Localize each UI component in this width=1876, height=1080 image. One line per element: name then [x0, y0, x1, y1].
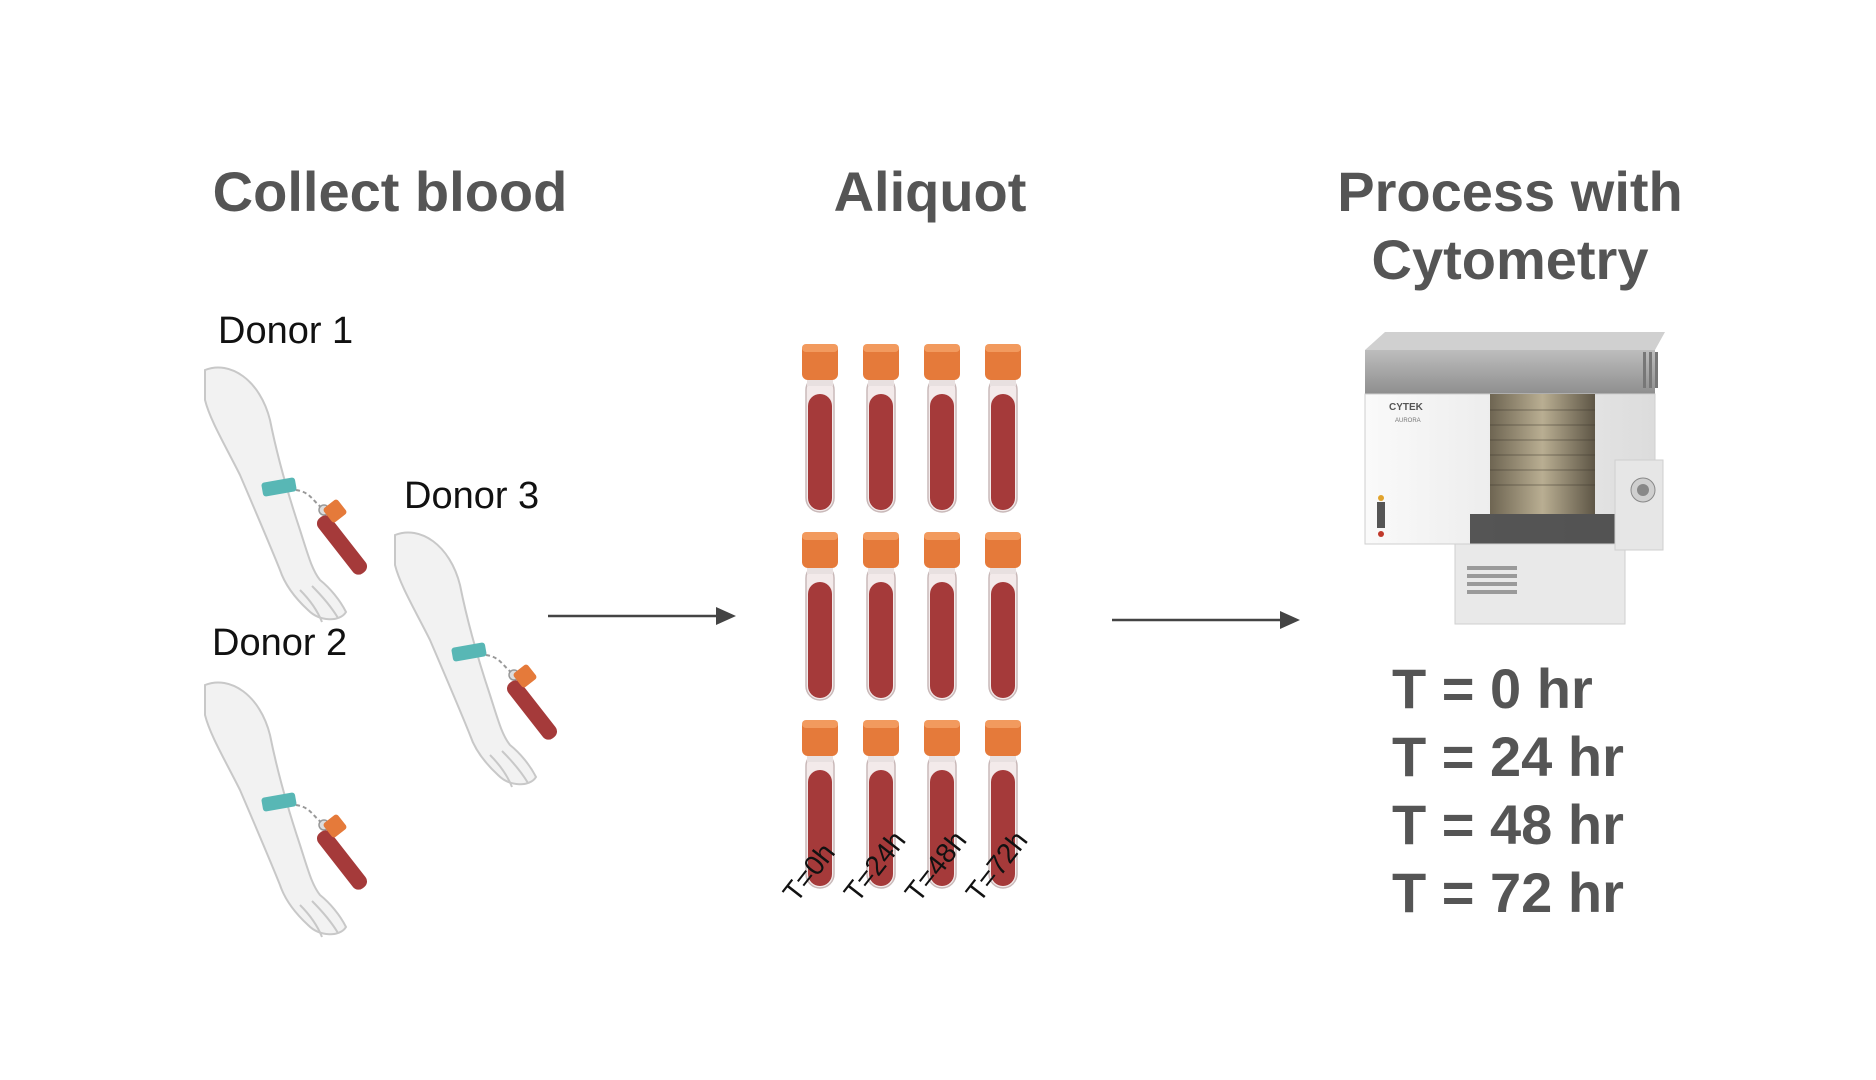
timepoint-item: T = 72 hr — [1392, 861, 1624, 924]
timepoint-list: T = 0 hr T = 24 hr T = 48 hr T = 72 hr — [1392, 655, 1624, 927]
arrow-right-icon — [1112, 611, 1300, 629]
cytometer-icon — [1364, 332, 1665, 625]
blood-tube-icon — [924, 532, 960, 701]
heading-collect-blood: Collect blood — [212, 160, 568, 223]
blood-tube-icon — [924, 720, 960, 889]
blood-tube-icon — [985, 720, 1021, 889]
donor-2-label: Donor 2 — [212, 622, 348, 664]
instrument-brand: CYTEK — [1389, 402, 1424, 413]
instrument-model: AURORA — [1395, 418, 1421, 424]
arm-draw-icon — [394, 531, 558, 788]
donor-1-label: Donor 1 — [218, 310, 354, 352]
heading-process-line-2: Cytometry — [1371, 228, 1649, 291]
arm-draw-icon — [204, 366, 368, 623]
blood-tube-icon — [802, 532, 838, 701]
donor-2-arm-illustration — [204, 681, 368, 938]
timepoint-item: T = 0 hr — [1392, 657, 1593, 720]
donor-1-arm-illustration — [204, 366, 368, 623]
timepoint-item: T = 48 hr — [1392, 793, 1624, 856]
blood-tube-icon — [985, 532, 1021, 701]
heading-process-line-1: Process with — [1337, 160, 1683, 223]
blood-tube-icon — [863, 344, 899, 513]
donor-3-label: Donor 3 — [404, 475, 540, 517]
blood-tube-icon — [863, 532, 899, 701]
blood-tube-icon — [863, 720, 899, 889]
blood-tube-icon — [802, 344, 838, 513]
arm-draw-icon — [204, 681, 368, 938]
blood-tube-icon — [924, 344, 960, 513]
donor-3-arm-illustration — [394, 531, 558, 788]
heading-process-with-cytometry: Process with Cytometry — [1300, 158, 1720, 294]
cytometer-instrument-illustration: CYTEK AURORA — [1364, 332, 1665, 625]
arrow-right-icon — [548, 607, 736, 625]
heading-aliquot: Aliquot — [833, 160, 1027, 223]
blood-tube-icon — [985, 344, 1021, 513]
timepoint-item: T = 24 hr — [1392, 725, 1624, 788]
blood-tube-icon — [802, 720, 838, 889]
